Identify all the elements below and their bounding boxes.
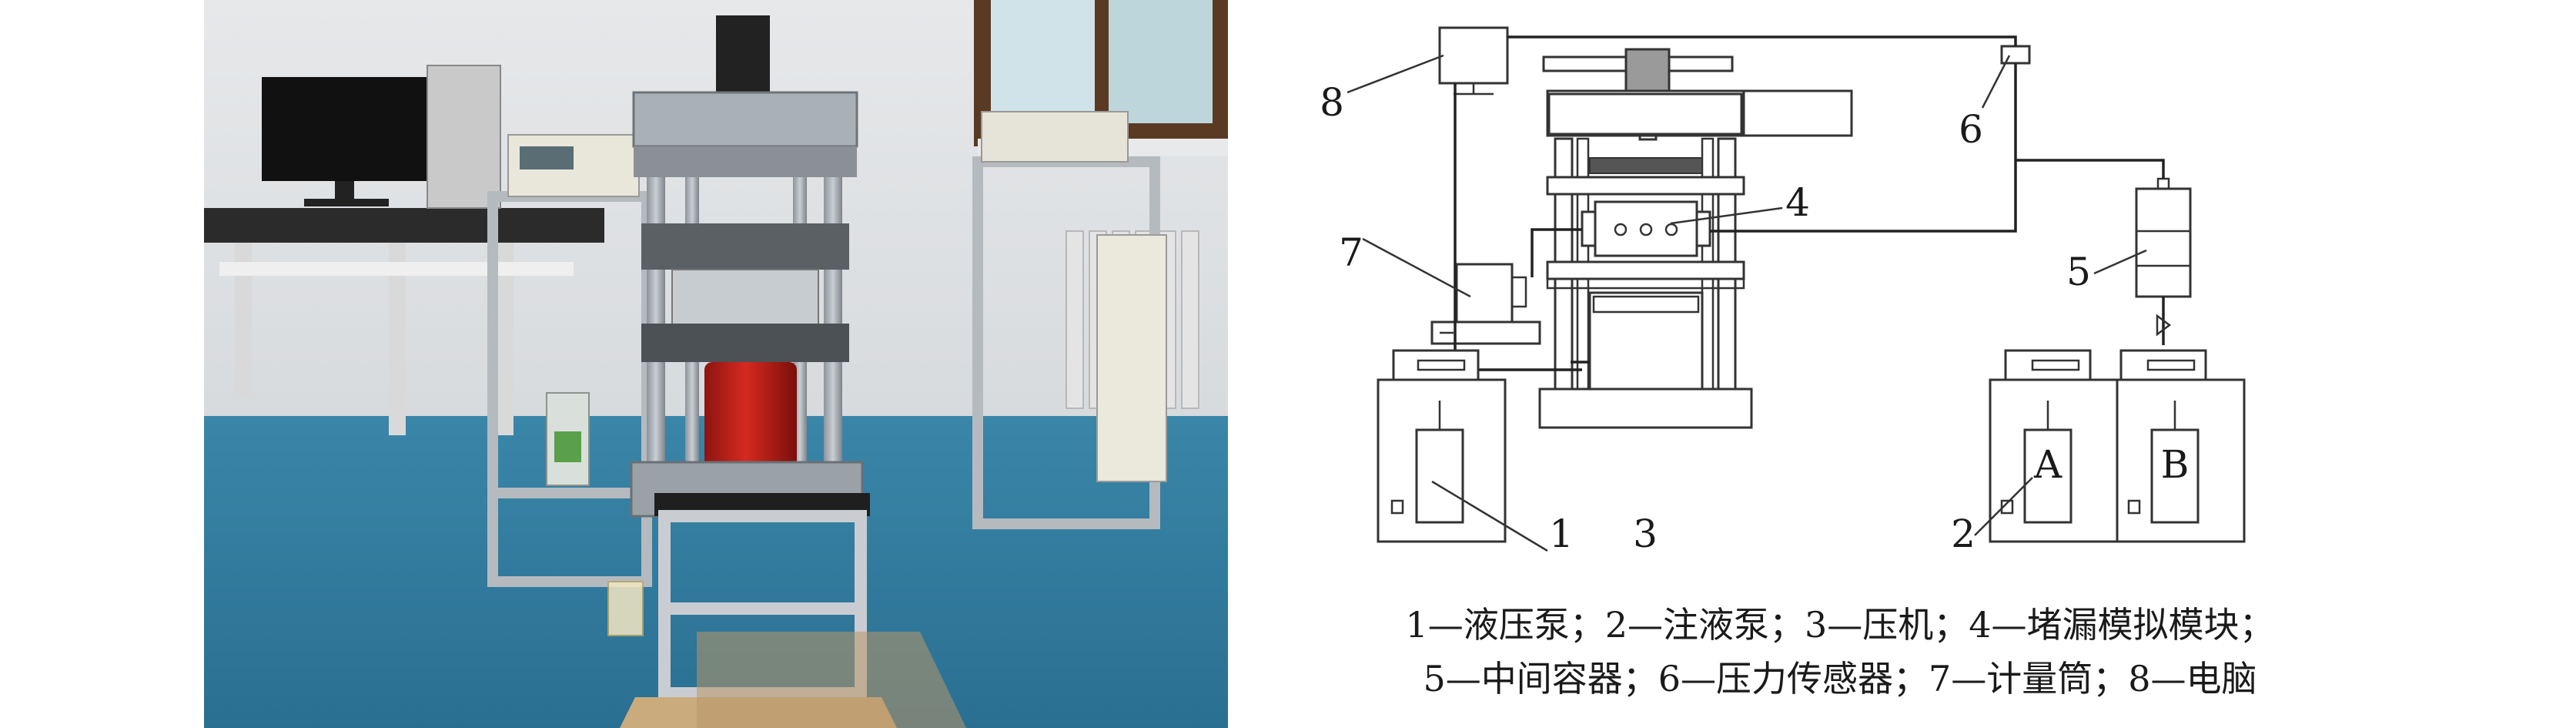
injection-pump <box>1989 349 2246 543</box>
label-3: 3 <box>1633 512 1658 556</box>
label-container-b: B <box>2161 442 2190 487</box>
computer <box>1438 26 1509 96</box>
apparatus-photo <box>204 0 1228 728</box>
figure-caption-line-2: 5—中间容器；6—压力传感器；7—计量筒；8—电脑 <box>1423 658 2257 699</box>
hydraulic-pump <box>1377 349 1507 543</box>
plugging-module <box>1581 200 1711 257</box>
intermediate-container <box>2135 177 2192 345</box>
label-5: 5 <box>2066 250 2091 294</box>
press <box>1538 48 1853 429</box>
label-6: 6 <box>1959 107 1983 152</box>
schematic-diagram: A B 8 6 4 7 5 1 3 2 <box>1320 26 2246 556</box>
leader-lines <box>1347 54 2147 552</box>
label-1: 1 <box>1549 512 1574 556</box>
label-2: 2 <box>1951 512 1975 556</box>
label-7: 7 <box>1339 230 1363 275</box>
figure-caption-line-1: 1—液压泵；2—注液泵；3—压机；4—堵漏模拟模块； <box>1405 604 2275 646</box>
label-4: 4 <box>1785 180 1810 225</box>
label-container-a: A <box>2033 442 2062 487</box>
measuring-cylinder <box>1430 263 1541 345</box>
label-8: 8 <box>1320 80 1344 125</box>
